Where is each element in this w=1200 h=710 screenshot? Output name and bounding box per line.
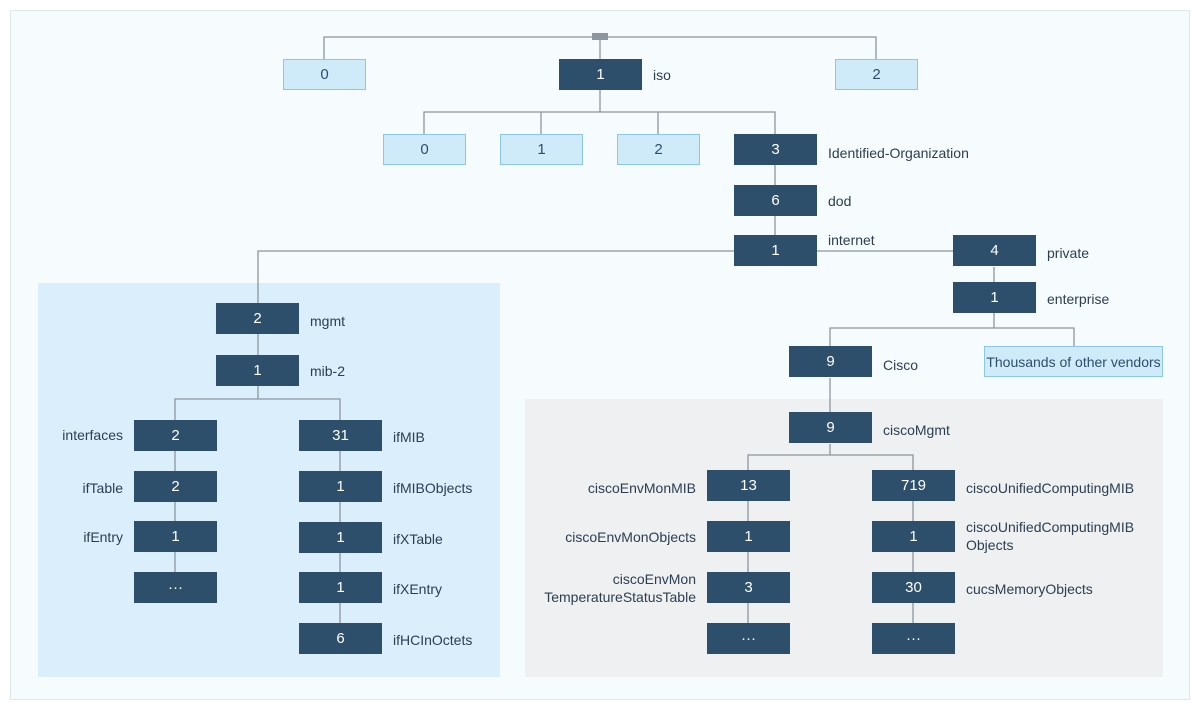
label-iso: iso — [653, 67, 671, 83]
label-ifxtable: ifXTable — [393, 531, 443, 547]
node-iso-child-2: 2 — [617, 134, 700, 165]
node-ciscoucmib-719: 719 — [872, 470, 955, 501]
node-interfaces-2: 2 — [134, 420, 217, 451]
node-ifmibobjects-1: 1 — [299, 471, 382, 502]
node-ccitt-0: 0 — [283, 59, 366, 90]
label-identified-org: Identified-Organization — [828, 145, 969, 161]
label-ciscoucmibobjects-line1: ciscoUnifiedComputingMIB — [966, 519, 1135, 535]
node-ciscoenvmontemp-3: 3 — [707, 572, 790, 603]
node-ciscoenvmonobjects-1: 1 — [707, 521, 790, 552]
connector-enterprise-children — [829, 327, 1075, 347]
label-ciscoucmibobjects: ciscoUnifiedComputingMIB Objects — [966, 518, 1134, 554]
label-ciscoenvmontemp: ciscoEnvMon TemperatureStatusTable — [544, 570, 696, 606]
label-enterprise: enterprise — [1047, 291, 1110, 307]
node-private-4: 4 — [953, 235, 1036, 266]
node-ifmib-31: 31 — [299, 420, 382, 451]
label-interfaces: interfaces — [62, 427, 123, 443]
label-mib2: mib-2 — [310, 363, 346, 379]
label-ifmib: ifMIB — [393, 429, 425, 445]
node-env-more: ··· — [707, 623, 790, 654]
connector-ciscomgmt-children — [747, 454, 914, 471]
node-ifentry-1: 1 — [134, 521, 217, 552]
label-ifmibobjects: ifMIBObjects — [393, 480, 473, 496]
label-ifhcinoctets: ifHCInOctets — [393, 632, 473, 648]
label-iftable: ifTable — [82, 480, 123, 496]
node-mgmt-2: 2 — [216, 303, 299, 334]
node-mib2-1: 1 — [216, 355, 299, 386]
node-other-vendors: Thousands of other vendors — [984, 346, 1163, 377]
label-internet: internet — [828, 232, 875, 248]
node-identified-org-3: 3 — [734, 134, 817, 165]
root-marker — [592, 33, 608, 40]
node-enterprise-1: 1 — [953, 282, 1036, 313]
node-ciscomgmt-9: 9 — [789, 412, 872, 443]
node-ciscoenvmonmib-13: 13 — [707, 470, 790, 501]
node-cisco-9: 9 — [789, 346, 872, 377]
node-ifhcinoctets-6: 6 — [299, 623, 382, 654]
node-ifentry-more: ··· — [134, 572, 217, 603]
label-ciscomgmt: ciscoMgmt — [883, 422, 950, 438]
label-dod: dod — [828, 193, 852, 209]
node-dod-6: 6 — [734, 185, 817, 216]
node-iso-child-1: 1 — [500, 134, 583, 165]
node-iftable-2: 2 — [134, 471, 217, 502]
connector-iso-children — [423, 111, 776, 135]
label-ciscoenvmontemp-line1: ciscoEnvMon — [612, 571, 696, 587]
label-ciscoucmib: ciscoUnifiedComputingMIB — [966, 480, 1135, 496]
label-mgmt: mgmt — [310, 313, 345, 329]
mgmt-subtree-panel — [38, 283, 500, 677]
node-internet-1: 1 — [734, 235, 817, 266]
label-cucsmemoryobjects: cucsMemoryObjects — [966, 581, 1093, 597]
label-ciscoenvmontemp-line2: TemperatureStatusTable — [544, 589, 696, 605]
label-ciscoenvmonobjects: ciscoEnvMonObjects — [565, 529, 696, 545]
node-cucsmemoryobjects-30: 30 — [872, 572, 955, 603]
node-ciscoucmibobjects-1: 1 — [872, 521, 955, 552]
node-iso-child-0: 0 — [383, 134, 466, 165]
label-cisco: Cisco — [883, 357, 919, 373]
node-ucs-more: ··· — [872, 623, 955, 654]
label-ciscoenvmonmib: ciscoEnvMonMIB — [587, 480, 696, 496]
node-joint-2: 2 — [835, 59, 918, 90]
cisco-mgmt-subtree-panel — [525, 399, 1163, 677]
label-private: private — [1047, 245, 1090, 261]
label-ifentry: ifEntry — [83, 529, 123, 545]
node-iso-1: 1 — [559, 59, 642, 90]
connector-mib2-children — [174, 398, 341, 421]
label-ciscoucmibobjects-line2: Objects — [966, 537, 1014, 553]
connector-internet-mgmt — [257, 250, 734, 304]
node-ifxentry-1: 1 — [299, 572, 382, 603]
label-ifxentry: ifXEntry — [393, 581, 443, 597]
node-ifxtable-1: 1 — [299, 522, 382, 553]
